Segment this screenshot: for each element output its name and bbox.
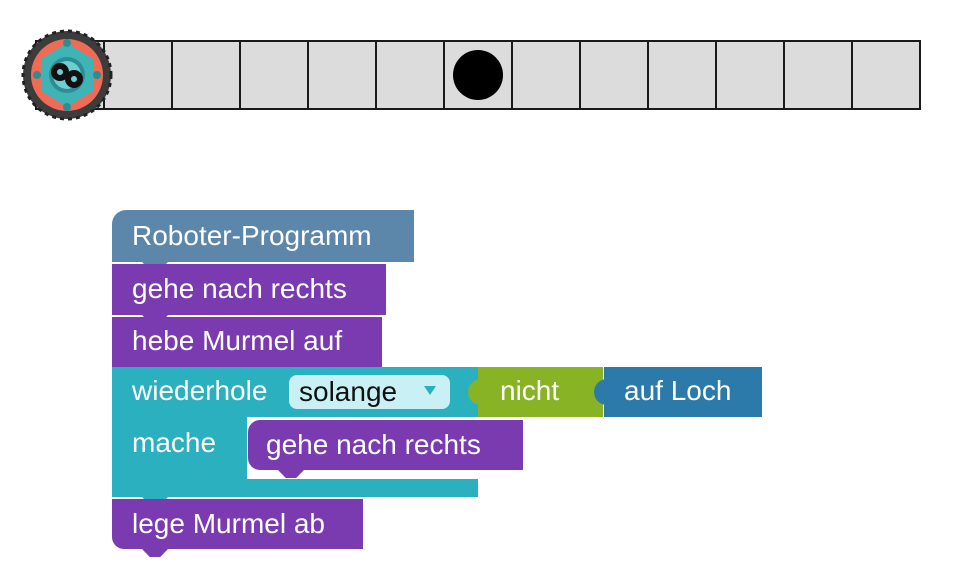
- program-start-label: Roboter-Programm: [132, 220, 372, 251]
- do-label: mache: [132, 427, 217, 458]
- pick-up-marble-block[interactable]: hebe Murmel auf: [112, 317, 382, 375]
- on-hole-label: auf Loch: [624, 375, 732, 406]
- drop-marble-label: lege Murmel ab: [132, 508, 325, 539]
- robot-icon: [21, 29, 113, 121]
- grid-cell: [649, 42, 717, 108]
- grid-cell: [445, 42, 513, 108]
- chevron-down-icon: [424, 386, 436, 395]
- block-connector: [468, 379, 482, 405]
- grid-cell: [853, 42, 921, 108]
- pick-up-marble-label: hebe Murmel auf: [132, 325, 343, 356]
- grid-cell: [309, 42, 377, 108]
- grid-cell: [581, 42, 649, 108]
- grid-cell: [377, 42, 445, 108]
- not-label: nicht: [500, 375, 560, 406]
- block-connector: [142, 549, 168, 557]
- loop-mode-value: solange: [299, 376, 398, 407]
- robot-world-grid: [35, 40, 921, 110]
- drop-marble-block[interactable]: lege Murmel ab: [112, 499, 363, 557]
- move-right-label: gehe nach rechts: [132, 273, 347, 304]
- grid-cell: [241, 42, 309, 108]
- block-connector: [594, 379, 608, 405]
- grid-cell: [513, 42, 581, 108]
- grid-cell: [105, 42, 173, 108]
- block-connector: [278, 470, 304, 478]
- grid-cell: [717, 42, 785, 108]
- program-start-block[interactable]: Roboter-Programm: [112, 210, 414, 270]
- loop-mode-dropdown[interactable]: solange: [289, 375, 450, 409]
- move-right-block[interactable]: gehe nach rechts: [112, 264, 386, 323]
- not-block[interactable]: nicht: [468, 367, 603, 417]
- grid-cell: [785, 42, 853, 108]
- repeat-label: wiederhole: [132, 375, 268, 406]
- loop-move-right-block[interactable]: gehe nach rechts: [248, 420, 523, 478]
- hole-icon: [453, 50, 503, 100]
- on-hole-sensor-block[interactable]: auf Loch: [594, 367, 762, 417]
- grid-cell: [173, 42, 241, 108]
- loop-move-right-label: gehe nach rechts: [266, 429, 481, 460]
